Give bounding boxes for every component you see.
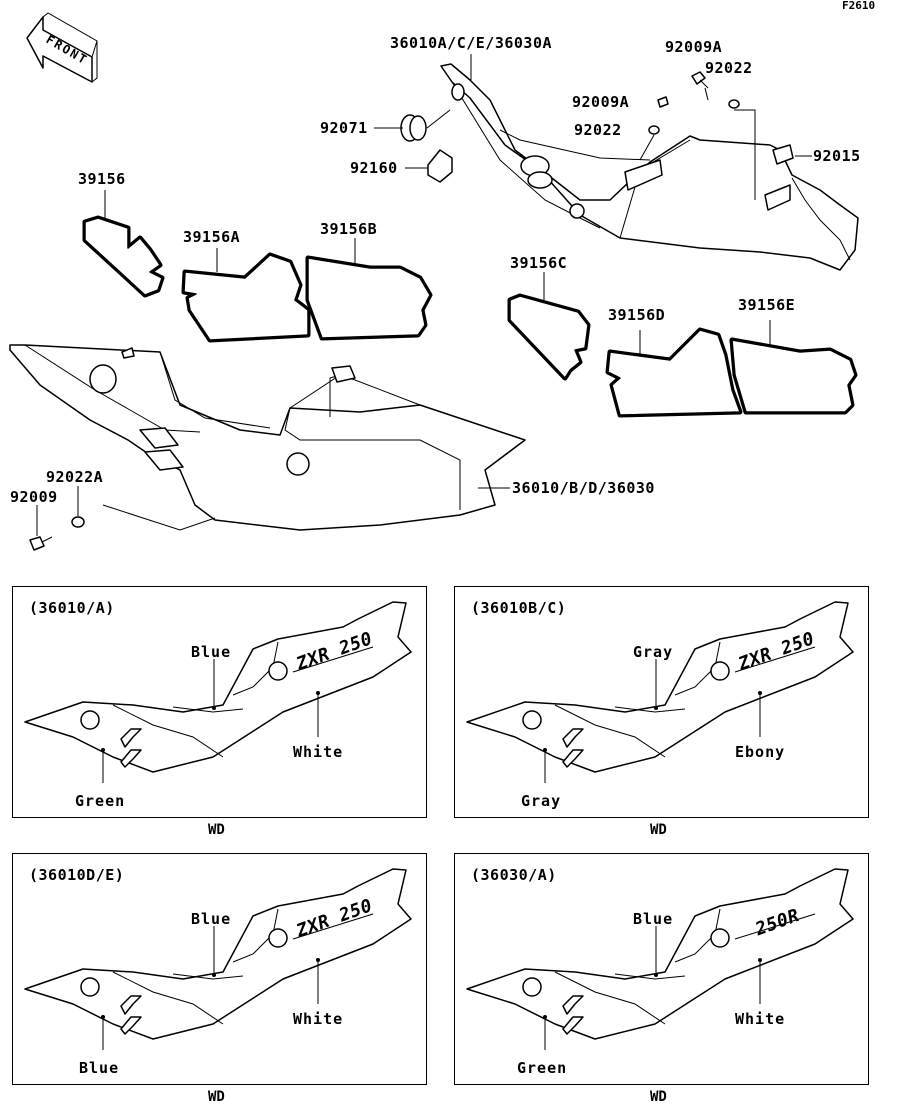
panel-cowl-drawing — [24, 868, 412, 1050]
panel-title: (36010D/E) — [29, 866, 125, 884]
part-label-92022A: 92022A — [46, 468, 104, 486]
color-panel-4: (36030/A) 250R Blue White Green — [454, 853, 869, 1085]
part-label-92022-top: 92022 — [705, 59, 753, 77]
panel-cowl-drawing — [466, 601, 854, 783]
bolt-92009A-mid-icon — [657, 96, 669, 108]
part-label-36010BD: 36010/B/D/36030 — [512, 479, 655, 497]
top-color-label: Blue — [191, 910, 232, 928]
color-panel-2: (36010B/C) ZXR 250 Gray Ebony Gray — [454, 586, 869, 818]
color-panel-1: (36010/A) ZXR 250 Blue White Green — [12, 586, 427, 818]
part-label-39156A: 39156A — [183, 228, 241, 246]
clip-92160-icon — [427, 149, 453, 183]
grommet-92071-icon — [400, 114, 427, 142]
part-label-39156E: 39156E — [738, 296, 796, 314]
bolt-92009A-top-icon — [691, 71, 709, 89]
panel-title: (36010B/C) — [471, 599, 567, 617]
part-label-92015: 92015 — [813, 147, 861, 165]
upper-seat-cowl — [440, 63, 859, 271]
right-color-label: White — [293, 1010, 344, 1028]
decal-39156B — [305, 255, 433, 341]
panel-footer-1: WD — [208, 822, 225, 838]
part-label-92009: 92009 — [10, 488, 58, 506]
exploded-parts-drawing — [9, 12, 859, 551]
decal-39156D — [605, 327, 743, 418]
part-label-39156C: 39156C — [510, 254, 568, 272]
bolt-92009-icon — [29, 536, 53, 551]
bottom-color-label: Gray — [521, 792, 562, 810]
washer-92022-mid-icon — [648, 125, 660, 135]
part-label-92009A-top: 92009A — [665, 38, 723, 56]
panel-footer-3: WD — [208, 1089, 225, 1105]
panel-cowl-drawing — [24, 601, 412, 783]
part-label-92022-mid: 92022 — [574, 121, 622, 139]
bottom-color-label: Blue — [79, 1059, 120, 1077]
part-label-39156B: 39156B — [320, 220, 378, 238]
part-label-39156: 39156 — [78, 170, 126, 188]
washer-92022A-icon — [71, 516, 85, 528]
front-arrow-icon — [26, 12, 98, 83]
part-label-39156D: 39156D — [608, 306, 666, 324]
top-color-label: Blue — [191, 643, 232, 661]
decal-39156E — [729, 337, 858, 415]
right-color-label: White — [735, 1010, 786, 1028]
part-label-92009A-mid: 92009A — [572, 93, 630, 111]
washer-92022-top-icon — [728, 99, 740, 109]
decal-39156A — [181, 252, 311, 343]
panel-title: (36010/A) — [29, 599, 115, 617]
panel-title: (36030/A) — [471, 866, 557, 884]
lower-seat-cowl — [9, 344, 526, 531]
panel-footer-2: WD — [650, 822, 667, 838]
diagram-reference-code: F2610 — [842, 0, 876, 12]
right-color-label: Ebony — [735, 743, 786, 761]
top-color-label: Gray — [633, 643, 674, 661]
part-label-92071: 92071 — [320, 119, 368, 137]
right-color-label: White — [293, 743, 344, 761]
bottom-color-label: Green — [75, 792, 126, 810]
panel-cowl-drawing — [466, 868, 854, 1050]
top-color-label: Blue — [633, 910, 674, 928]
bottom-color-label: Green — [517, 1059, 568, 1077]
grommet-top-icon — [451, 83, 465, 101]
part-label-36010ACE: 36010A/C/E/36030A — [390, 34, 553, 52]
panel-footer-4: WD — [650, 1089, 667, 1105]
decal-39156 — [82, 215, 165, 298]
decal-39156C — [507, 293, 591, 381]
clip-92015-icon — [772, 144, 794, 165]
color-panel-3: (36010D/E) ZXR 250 Blue White Blue — [12, 853, 427, 1085]
part-label-92160: 92160 — [350, 159, 398, 177]
